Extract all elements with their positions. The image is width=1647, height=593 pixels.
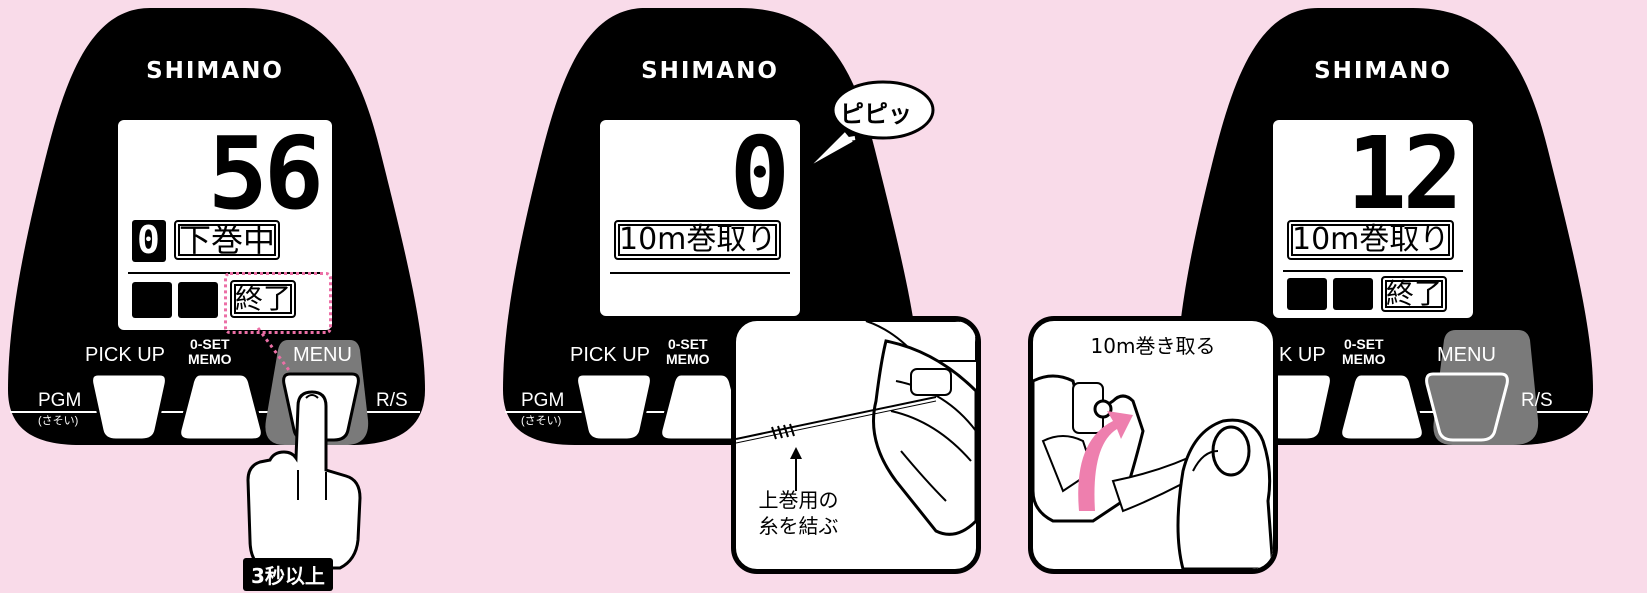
reel-handle-illustration (1033, 374, 1273, 569)
rs-label: R/S (1521, 390, 1553, 411)
oset-label-top: 0-SET (667, 336, 708, 352)
beep-text: ピピッ (840, 100, 912, 128)
lcd-divider (610, 272, 790, 274)
reel-knot-illustration (736, 321, 976, 536)
brand-logo: SHIMANO (641, 58, 779, 84)
rs-label: R/S (376, 390, 408, 411)
end-label-highlight (224, 272, 332, 334)
pickup-button[interactable] (90, 372, 168, 442)
lcd-divider (1283, 270, 1463, 272)
oset-label-bottom: MEMO (666, 351, 710, 367)
mode-box-label: 0 (137, 218, 160, 262)
panel-1: SHIMANO 56 0 下巻中 終了 PICK UP 0-SET MEMO M… (0, 0, 430, 593)
line-count: 12 (1346, 115, 1463, 232)
pickup-button[interactable] (575, 372, 653, 442)
physical-buttons (575, 372, 745, 442)
lcd-block-2 (1333, 278, 1373, 310)
brand-logo: SHIMANO (146, 58, 284, 84)
dotted-connector (256, 327, 304, 389)
line-count: 0 (729, 115, 790, 232)
oset-memo-button[interactable] (1339, 372, 1425, 442)
panel-2: SHIMANO 0 10m巻取り ピピッ PICK UP 0-SET MEMO … (495, 0, 995, 593)
line-count: 56 (207, 115, 324, 232)
pickup-label: PICK UP (570, 344, 651, 366)
pgm-text: PGM (521, 390, 565, 411)
pgm-sub-text: (さそい) (38, 415, 79, 427)
pgm-sub-text: (さそい) (521, 415, 562, 427)
panel-3: SHIMANO 12 10m巻取り 終了 K UP 0-SET MEMO MEN… (1025, 0, 1647, 593)
lcd-screen: 0 10m巻取り (600, 120, 800, 316)
tie-line-callout: 上巻用の 糸を結ぶ (731, 316, 981, 574)
lcd-block-1 (1287, 278, 1327, 310)
wind-caption: 10m巻き取る (1090, 334, 1216, 358)
pressing-hand-icon (246, 390, 362, 570)
status-label: 下巻中 (174, 220, 281, 260)
oset-label-bottom: MEMO (1342, 351, 1386, 367)
pickup-label: PICK UP (85, 344, 166, 366)
oset-label: 0-SET MEMO (666, 337, 710, 367)
lcd-screen: 12 10m巻取り 終了 (1273, 120, 1473, 318)
tie-line-caption-1: 上巻用の (758, 488, 839, 512)
oset-label: 0-SET MEMO (188, 337, 232, 367)
brand-logo: SHIMANO (1314, 58, 1452, 84)
pgm-label: PGM (さそい) (38, 390, 81, 428)
oset-label: 0-SET MEMO (1342, 337, 1386, 367)
pgm-text: PGM (38, 390, 82, 411)
lcd-block-1 (132, 282, 172, 318)
end-label: 終了 (230, 280, 297, 318)
mode-box: 0 (132, 218, 166, 262)
pgm-label: PGM (さそい) (521, 390, 564, 428)
wind-direction-arrow (1078, 411, 1133, 511)
menu-label: MENU (293, 344, 352, 366)
tie-line-caption: 上巻用の 糸を結ぶ (746, 487, 851, 539)
oset-label-bottom: MEMO (188, 351, 232, 367)
end-label: 終了 (1381, 276, 1448, 312)
oset-memo-button[interactable] (178, 372, 264, 442)
hold-duration-badge: 3秒以上 (243, 558, 333, 591)
status-label: 10m巻取り (1287, 220, 1455, 260)
pickup-label: K UP (1279, 344, 1326, 366)
menu-button[interactable] (1425, 372, 1509, 442)
beep-bubble (803, 80, 935, 172)
tie-line-caption-2: 糸を結ぶ (758, 514, 839, 538)
oset-label-top: 0-SET (1343, 336, 1384, 352)
physical-buttons (90, 372, 362, 570)
status-label: 10m巻取り (614, 220, 782, 260)
menu-label: MENU (1437, 344, 1496, 366)
lcd-block-2 (178, 282, 218, 318)
lcd-screen: 56 0 下巻中 終了 (118, 120, 332, 330)
wind-line-callout: 10m巻き取る (1028, 316, 1278, 574)
oset-label-top: 0-SET (189, 336, 230, 352)
